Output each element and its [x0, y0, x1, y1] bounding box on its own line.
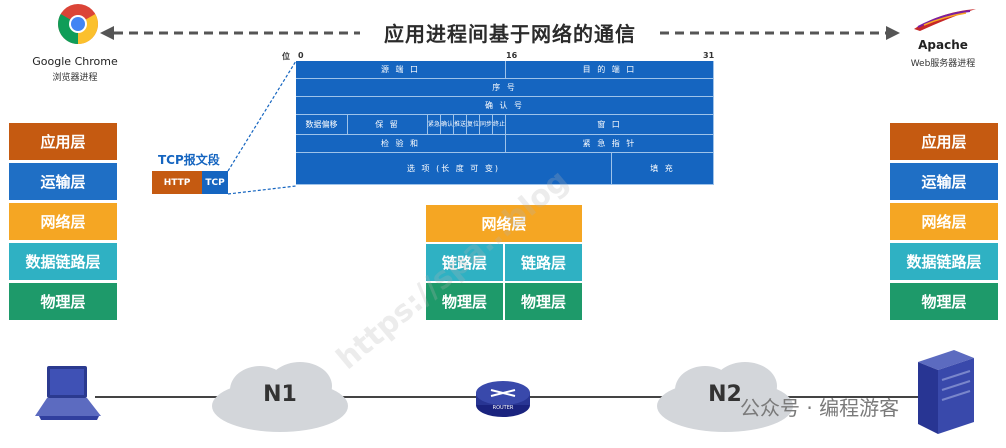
- window-field: 窗 口: [506, 115, 714, 135]
- right-endpoint-subtitle: Web服务器进程: [910, 59, 976, 69]
- network-cloud-n2: N2: [650, 358, 800, 438]
- router-network-layer: 网络层: [426, 205, 582, 242]
- router-label: ROUTER: [492, 405, 514, 411]
- cloud-label-n2: N2: [708, 382, 742, 407]
- right-network-layer: 网络层: [890, 203, 998, 240]
- router-icon: ROUTER: [474, 378, 532, 420]
- footer-watermark: 公众号 · 编程游客: [740, 396, 900, 420]
- right-datalink-layer: 数据链路层: [890, 243, 998, 280]
- sequence-number-field: 序 号: [296, 79, 714, 97]
- destination-port-field: 目 的 端 口: [506, 61, 714, 79]
- checksum-field: 检 验 和: [296, 135, 506, 153]
- left-endpoint-title: Google Chrome: [32, 55, 118, 68]
- flag-syn: 同步: [480, 115, 493, 135]
- right-application-layer: 应用层: [890, 123, 998, 160]
- zoom-lines: [227, 60, 297, 195]
- right-transport-layer: 运输层: [890, 163, 998, 200]
- left-physical-layer: 物理层: [9, 283, 117, 320]
- right-endpoint-title: Apache: [918, 38, 968, 52]
- laptop-icon: [33, 364, 103, 422]
- server-icon: [914, 346, 976, 436]
- flag-rst: 复位: [467, 115, 480, 135]
- cloud-label-n1: N1: [263, 382, 297, 407]
- http-data-block: HTTP: [152, 171, 202, 194]
- left-network-layer: 网络层: [9, 203, 117, 240]
- ack-number-field: 确 认 号: [296, 97, 714, 115]
- router-physical-layer-left: 物理层: [426, 283, 503, 320]
- left-endpoint-subtitle: 浏览器进程: [52, 73, 98, 83]
- tcp-header-block: TCP: [202, 171, 228, 194]
- source-port-field: 源 端 口: [296, 61, 506, 79]
- flag-fin: 终止: [493, 115, 506, 135]
- bit-31: 31: [703, 51, 715, 60]
- chrome-icon: [57, 3, 99, 45]
- dashed-arrow: [100, 26, 900, 40]
- tcp-segment-title: TCP报文段: [158, 153, 220, 167]
- tcp-header-diagram: 源 端 口 目 的 端 口 序 号 确 认 号 数据偏移 保 留 紧急 确认 推…: [296, 61, 714, 185]
- router-physical-layer-right: 物理层: [505, 283, 582, 320]
- router-link-layer-left: 链路层: [426, 244, 503, 281]
- left-datalink-layer: 数据链路层: [9, 243, 117, 280]
- flag-urg: 紧急: [428, 115, 441, 135]
- bit-label: 位: [282, 52, 290, 61]
- data-offset-field: 数据偏移: [296, 115, 348, 135]
- bit-0: 0: [298, 51, 304, 60]
- flag-ack: 确认: [441, 115, 454, 135]
- urgent-pointer-field: 紧 急 指 针: [506, 135, 714, 153]
- headline: 应用进程间基于网络的通信: [384, 22, 636, 46]
- right-physical-layer: 物理层: [890, 283, 998, 320]
- options-field: 选 项 (长 度 可 变): [296, 153, 612, 185]
- left-application-layer: 应用层: [9, 123, 117, 160]
- reserved-field: 保 留: [348, 115, 428, 135]
- left-transport-layer: 运输层: [9, 163, 117, 200]
- network-cloud-n1: N1: [205, 358, 355, 438]
- bit-16: 16: [506, 51, 518, 60]
- flag-psh: 推送: [454, 115, 467, 135]
- apache-feather-icon: [910, 5, 980, 33]
- router-link-layer-right: 链路层: [505, 244, 582, 281]
- padding-field: 填 充: [612, 153, 714, 185]
